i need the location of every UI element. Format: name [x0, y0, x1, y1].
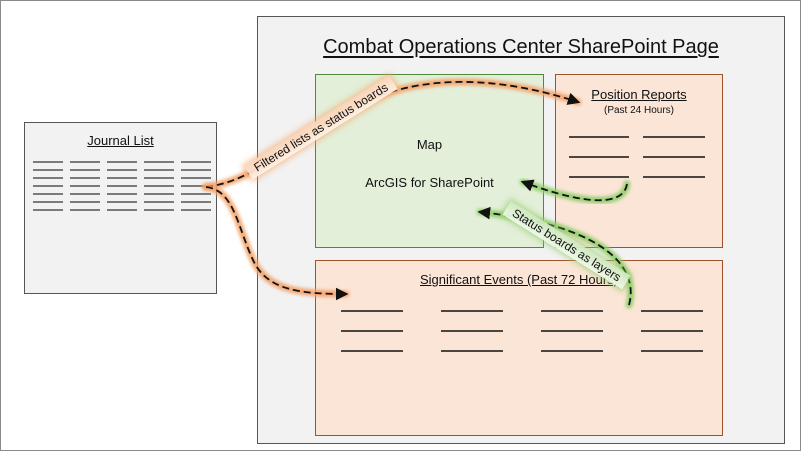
position-reports-subtitle: (Past 24 Hours) [603, 105, 675, 116]
map-label: Map [416, 137, 443, 152]
significant-events-panel: Significant Events (Past 72 Hours) [315, 260, 723, 436]
sharepoint-page-title: Combat Operations Center SharePoint Page [323, 36, 719, 58]
position-reports-title: Position Reports [591, 87, 687, 102]
position-reports-panel: Position Reports (Past 24 Hours) [555, 74, 723, 248]
journal-list-title: Journal List [87, 133, 154, 148]
journal-list-box: Journal List [24, 122, 217, 294]
arcgis-label: ArcGIS for SharePoint [365, 175, 494, 190]
significant-events-title: Significant Events (Past 72 Hours) [420, 272, 618, 287]
